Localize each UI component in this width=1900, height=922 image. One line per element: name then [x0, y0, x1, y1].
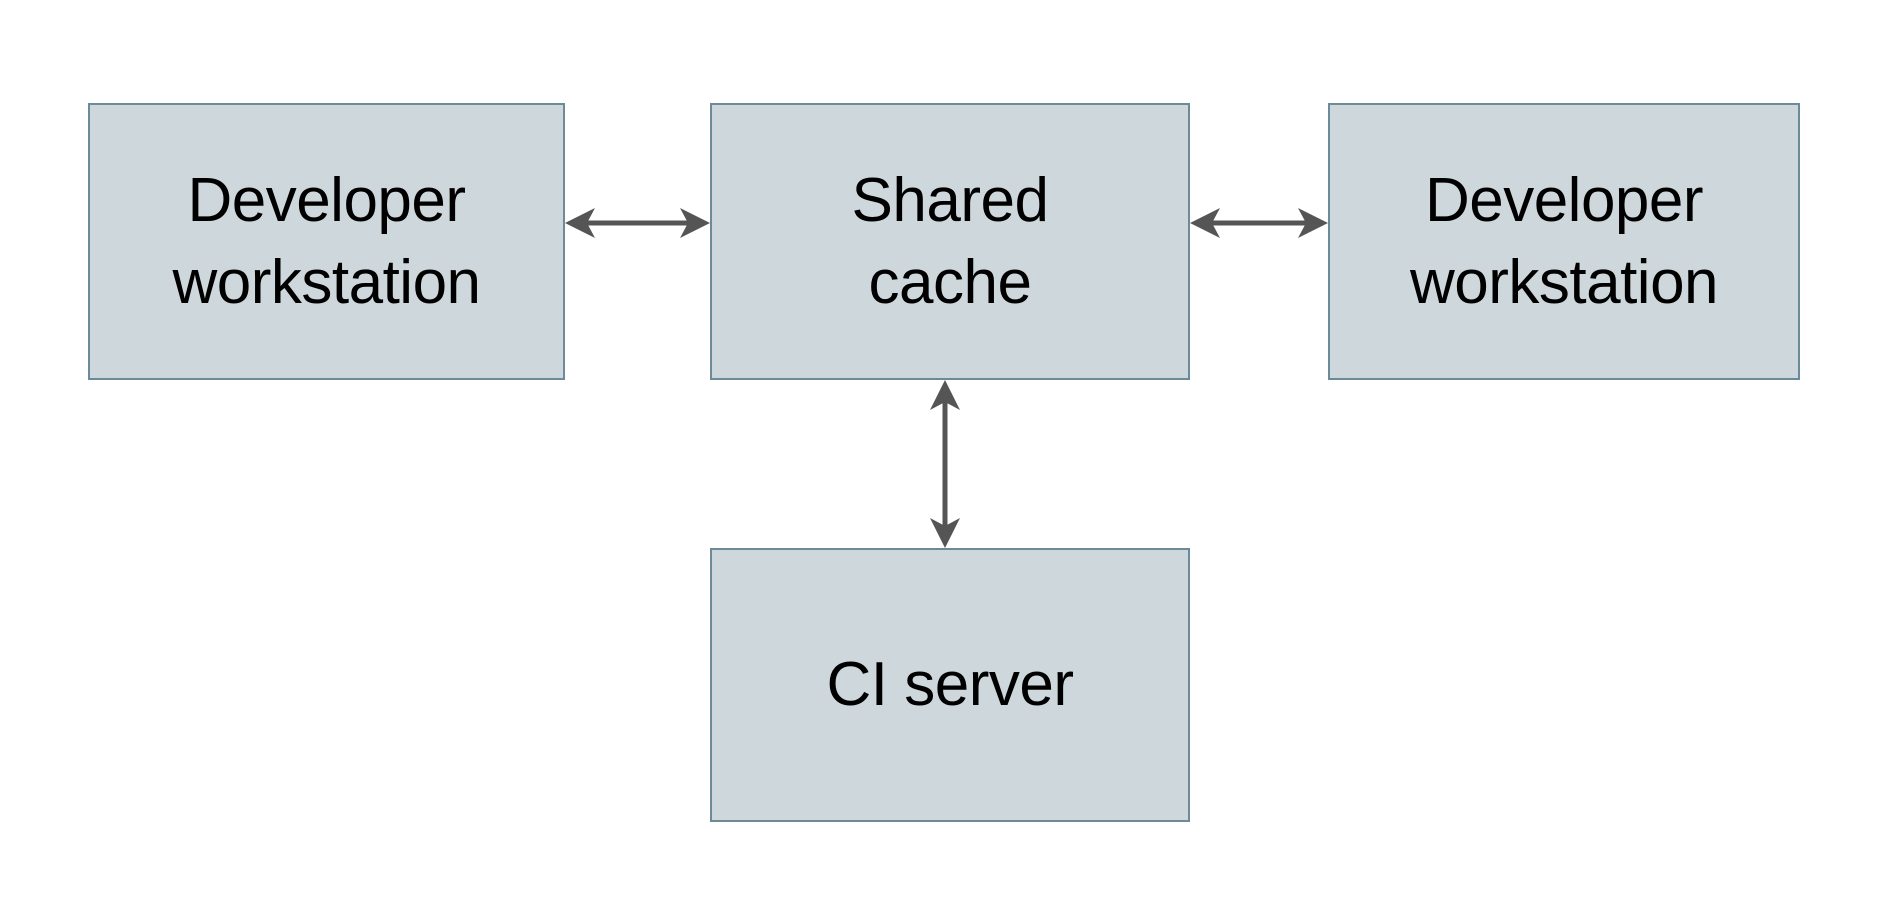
edge-left-workstation-to-shared-cache — [565, 197, 710, 249]
node-label: Developer workstation — [172, 165, 481, 317]
node-label: Developer workstation — [1409, 165, 1719, 317]
node-developer-workstation-left[interactable]: Developer workstation — [88, 103, 565, 380]
node-label: CI server — [826, 650, 1074, 720]
node-label: Shared cache — [851, 165, 1049, 317]
node-developer-workstation-right[interactable]: Developer workstation — [1328, 103, 1800, 380]
edge-ci-server-to-shared-cache — [919, 380, 971, 548]
edge-shared-cache-to-right-workstation — [1190, 197, 1328, 249]
node-ci-server[interactable]: CI server — [710, 548, 1190, 822]
node-shared-cache[interactable]: Shared cache — [710, 103, 1190, 380]
